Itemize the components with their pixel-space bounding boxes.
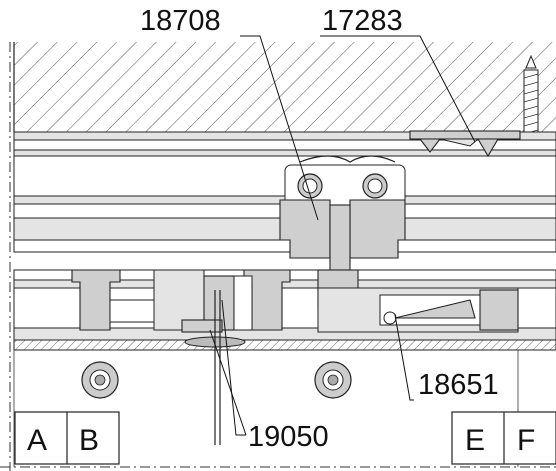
damper-mechanism	[71, 269, 291, 445]
callout-18708: 18708	[140, 5, 221, 37]
ceiling-hatch	[13, 42, 556, 132]
callout-17283: 17283	[322, 5, 403, 37]
box-group-right: E F	[451, 411, 556, 465]
box-letter-e: E	[465, 424, 485, 457]
callout-18651: 18651	[418, 369, 499, 401]
roller-left	[81, 361, 119, 399]
box-letter-b: B	[79, 424, 99, 457]
ceiling-clips	[409, 130, 521, 158]
soft-close-unit	[317, 269, 519, 333]
box-group-left: A B	[14, 411, 120, 465]
roller-right	[314, 361, 352, 399]
box-letter-a: A	[27, 424, 47, 457]
box-letter-f: F	[517, 424, 535, 457]
carriage-upper	[279, 155, 406, 316]
boundary-lines	[0, 42, 556, 471]
leader-lines	[209, 35, 476, 436]
callout-19050: 19050	[248, 421, 329, 453]
